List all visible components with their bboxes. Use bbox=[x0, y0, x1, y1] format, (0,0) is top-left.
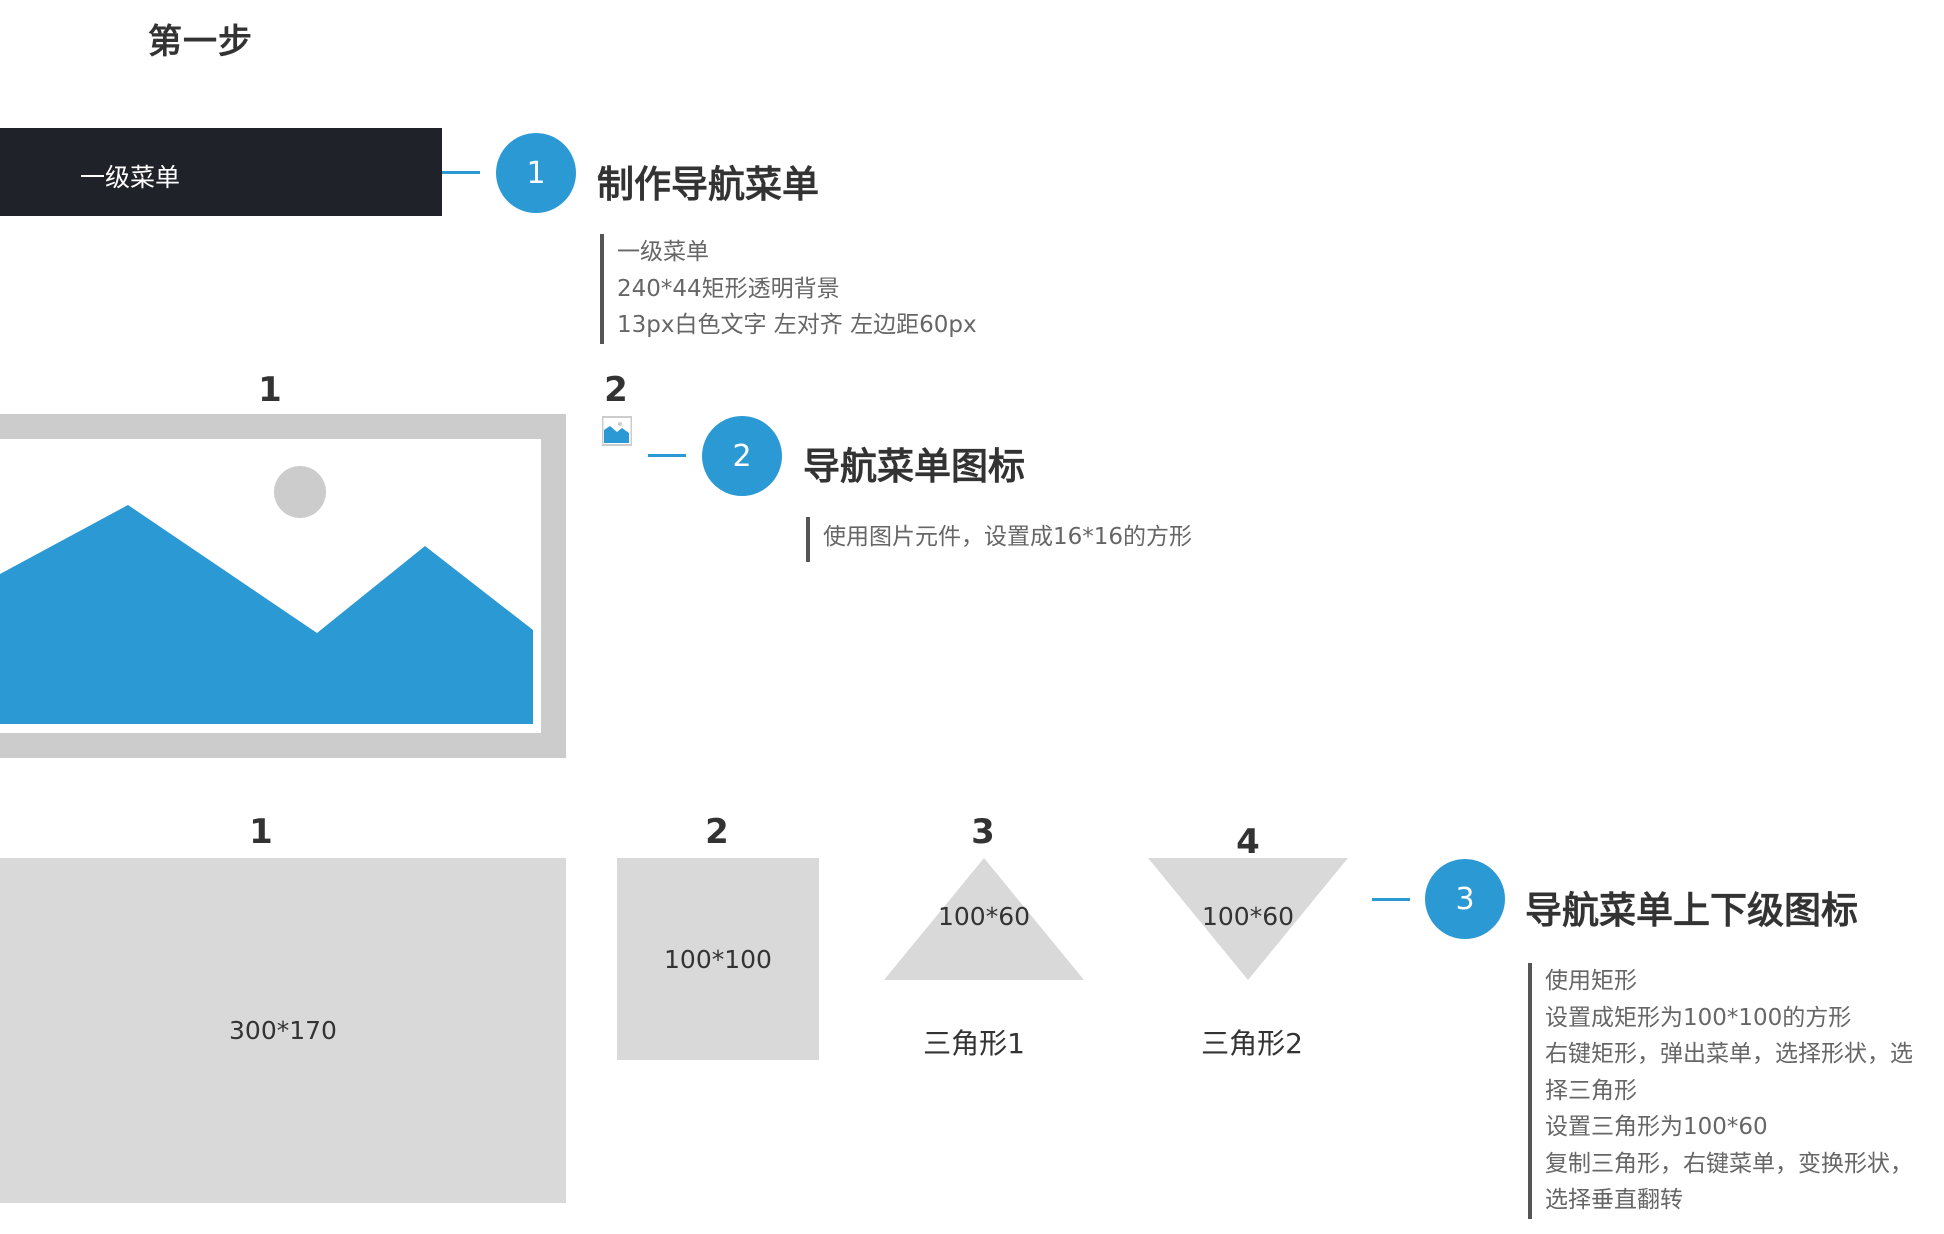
image-placeholder-small-icon bbox=[602, 416, 632, 446]
note-line: 右键矩形，弹出菜单，选择形状，选 bbox=[1545, 1041, 1913, 1067]
step-2-notes: 使用图片元件，设置成16*16的方形 bbox=[806, 517, 1192, 562]
note-line: 择三角形 bbox=[1545, 1077, 1637, 1104]
note-line: 使用矩形 bbox=[1545, 968, 1637, 994]
triangle-down-size: 100*60 bbox=[1201, 902, 1295, 931]
triangle-up-caption: 三角形1 bbox=[923, 1027, 1025, 1060]
square-100x100: 100*100 bbox=[617, 858, 819, 1060]
step-3-connector bbox=[1372, 898, 1410, 901]
step-1-notes: 一级菜单 240*44矩形透明背景 13px白色文字 左对齐 左边距60px bbox=[600, 234, 977, 344]
shape-2-number: 2 bbox=[705, 812, 729, 852]
step-2-badge: 2 bbox=[702, 416, 782, 496]
note-line: 设置三角形为100*60 bbox=[1545, 1114, 1768, 1140]
step-3-badge: 3 bbox=[1425, 859, 1505, 939]
step-1-connector bbox=[442, 171, 480, 174]
image-large-number: 1 bbox=[258, 370, 282, 410]
step-2-heading: 导航菜单图标 bbox=[803, 445, 1025, 488]
step-1-heading: 制作导航菜单 bbox=[597, 163, 819, 206]
menu-bar-label: 一级菜单 bbox=[80, 163, 181, 192]
step-2-connector bbox=[648, 454, 686, 457]
step-title: 第一步 bbox=[148, 22, 253, 62]
note-line: 240*44矩形透明背景 bbox=[617, 275, 840, 302]
note-line: 使用图片元件，设置成16*16的方形 bbox=[823, 524, 1193, 550]
triangle-down-shape bbox=[1148, 858, 1348, 980]
note-line: 选择垂直翻转 bbox=[1545, 1187, 1683, 1213]
note-line: 13px白色文字 左对齐 左边距60px bbox=[617, 312, 977, 338]
triangle-down-caption: 三角形2 bbox=[1201, 1027, 1303, 1060]
shape-1-number: 1 bbox=[249, 812, 273, 852]
image-placeholder-large-icon bbox=[0, 414, 566, 758]
menu-bar bbox=[0, 128, 442, 216]
note-line: 设置成矩形为100*100的方形 bbox=[1545, 1004, 1852, 1031]
triangle-up-size: 100*60 bbox=[937, 902, 1031, 931]
triangle-up-shape bbox=[884, 858, 1084, 980]
rectangle-300x170: 300*170 bbox=[0, 858, 566, 1203]
shape-4-number: 4 bbox=[1236, 822, 1260, 862]
image-small-number: 2 bbox=[604, 370, 628, 410]
note-line: 一级菜单 bbox=[617, 239, 709, 265]
step-3-notes: 使用矩形 设置成矩形为100*100的方形 右键矩形，弹出菜单，选择形状，选 择… bbox=[1528, 963, 1913, 1219]
step-1-badge: 1 bbox=[496, 133, 576, 213]
step-3-heading: 导航菜单上下级图标 bbox=[1525, 889, 1858, 932]
note-line: 复制三角形，右键菜单，变换形状， bbox=[1545, 1150, 1913, 1177]
shape-3-number: 3 bbox=[971, 812, 995, 852]
